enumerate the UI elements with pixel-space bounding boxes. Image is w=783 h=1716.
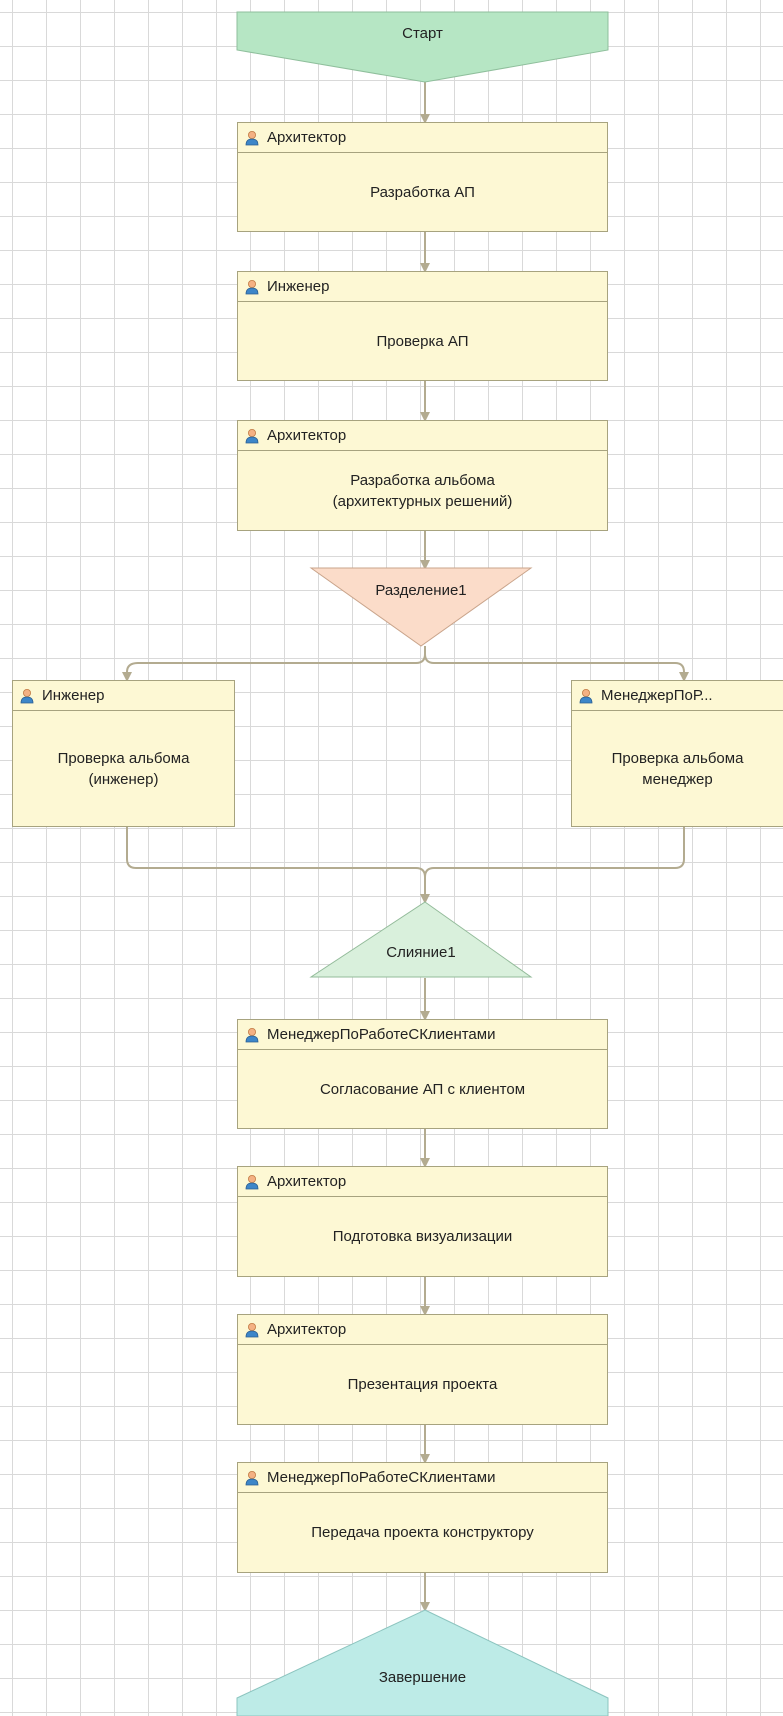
- task-node[interactable]: Архитектор Подготовка визуализации: [237, 1166, 608, 1277]
- task-header: МенеджерПоР...: [572, 681, 783, 711]
- task-node[interactable]: Инженер Проверка АП: [237, 271, 608, 381]
- task-header: Инженер: [13, 681, 234, 711]
- task-header: Инженер: [238, 272, 607, 302]
- task-header: Архитектор: [238, 1167, 607, 1197]
- task-node[interactable]: Инженер Проверка альбома (инженер): [12, 680, 235, 827]
- task-title: Проверка альбома менеджер: [611, 749, 744, 788]
- connector-right-task-to-merge: [424, 827, 685, 902]
- task-node[interactable]: МенеджерПоРаботеСКлиентами Передача прое…: [237, 1462, 608, 1573]
- task-title: Презентация проекта: [347, 1376, 498, 1393]
- task-header: МенеджерПоРаботеСКлиентами: [238, 1463, 607, 1493]
- task-title: Согласование АП с клиентом: [319, 1080, 526, 1098]
- task-node[interactable]: МенеджерПоР... Проверка альбома менеджер: [571, 680, 783, 827]
- task-title: Разработка АП: [370, 183, 475, 201]
- task-header: Архитектор: [238, 123, 607, 153]
- start-node-label: Старт: [402, 25, 443, 42]
- connector-split-to-left-task: [122, 646, 426, 682]
- task-title: Проверка АП: [376, 332, 469, 350]
- task-role: Инженер: [42, 687, 105, 704]
- user-icon: [20, 688, 34, 703]
- task-node[interactable]: Архитектор Разработка альбома (архитекту…: [237, 420, 608, 531]
- task-header: МенеджерПоРаботеСКлиентами: [238, 1020, 607, 1050]
- user-icon: [579, 688, 593, 703]
- task-node[interactable]: Архитектор Презентация проекта: [237, 1314, 608, 1425]
- merge-node-label: Слияние1: [386, 944, 456, 961]
- connector-left-task-to-merge: [126, 827, 430, 904]
- task-title: Подготовка визуализации: [332, 1228, 513, 1245]
- user-icon: [245, 130, 259, 145]
- user-icon: [245, 1027, 259, 1042]
- split-node-label: Разделение1: [375, 582, 467, 599]
- task-role: Архитектор: [267, 1321, 347, 1338]
- user-icon: [245, 1470, 259, 1485]
- user-icon: [245, 1322, 259, 1337]
- task-role: МенеджерПоР...: [601, 687, 713, 704]
- task-role: Архитектор: [267, 427, 347, 444]
- connector-split-to-right-task: [424, 646, 689, 682]
- task-header: Архитектор: [238, 421, 607, 451]
- task-title: Передача проекта конструктору: [311, 1524, 534, 1541]
- task-node[interactable]: Архитектор Разработка АП: [237, 122, 608, 232]
- task-header: Архитектор: [238, 1315, 607, 1345]
- task-role: МенеджерПоРаботеСКлиентами: [267, 1026, 496, 1043]
- user-icon: [245, 1174, 259, 1189]
- task-title: Проверка альбома (инженер): [57, 749, 190, 788]
- task-node[interactable]: МенеджерПоРаботеСКлиентами Согласование …: [237, 1019, 608, 1129]
- task-title: Разработка альбома (архитектурных решени…: [332, 471, 513, 510]
- task-role: МенеджерПоРаботеСКлиентами: [267, 1469, 496, 1486]
- user-icon: [245, 279, 259, 294]
- user-icon: [245, 428, 259, 443]
- task-role: Архитектор: [267, 1173, 347, 1190]
- task-role: Инженер: [267, 278, 330, 295]
- task-role: Архитектор: [267, 129, 347, 146]
- end-node-label: Завершение: [378, 1669, 467, 1686]
